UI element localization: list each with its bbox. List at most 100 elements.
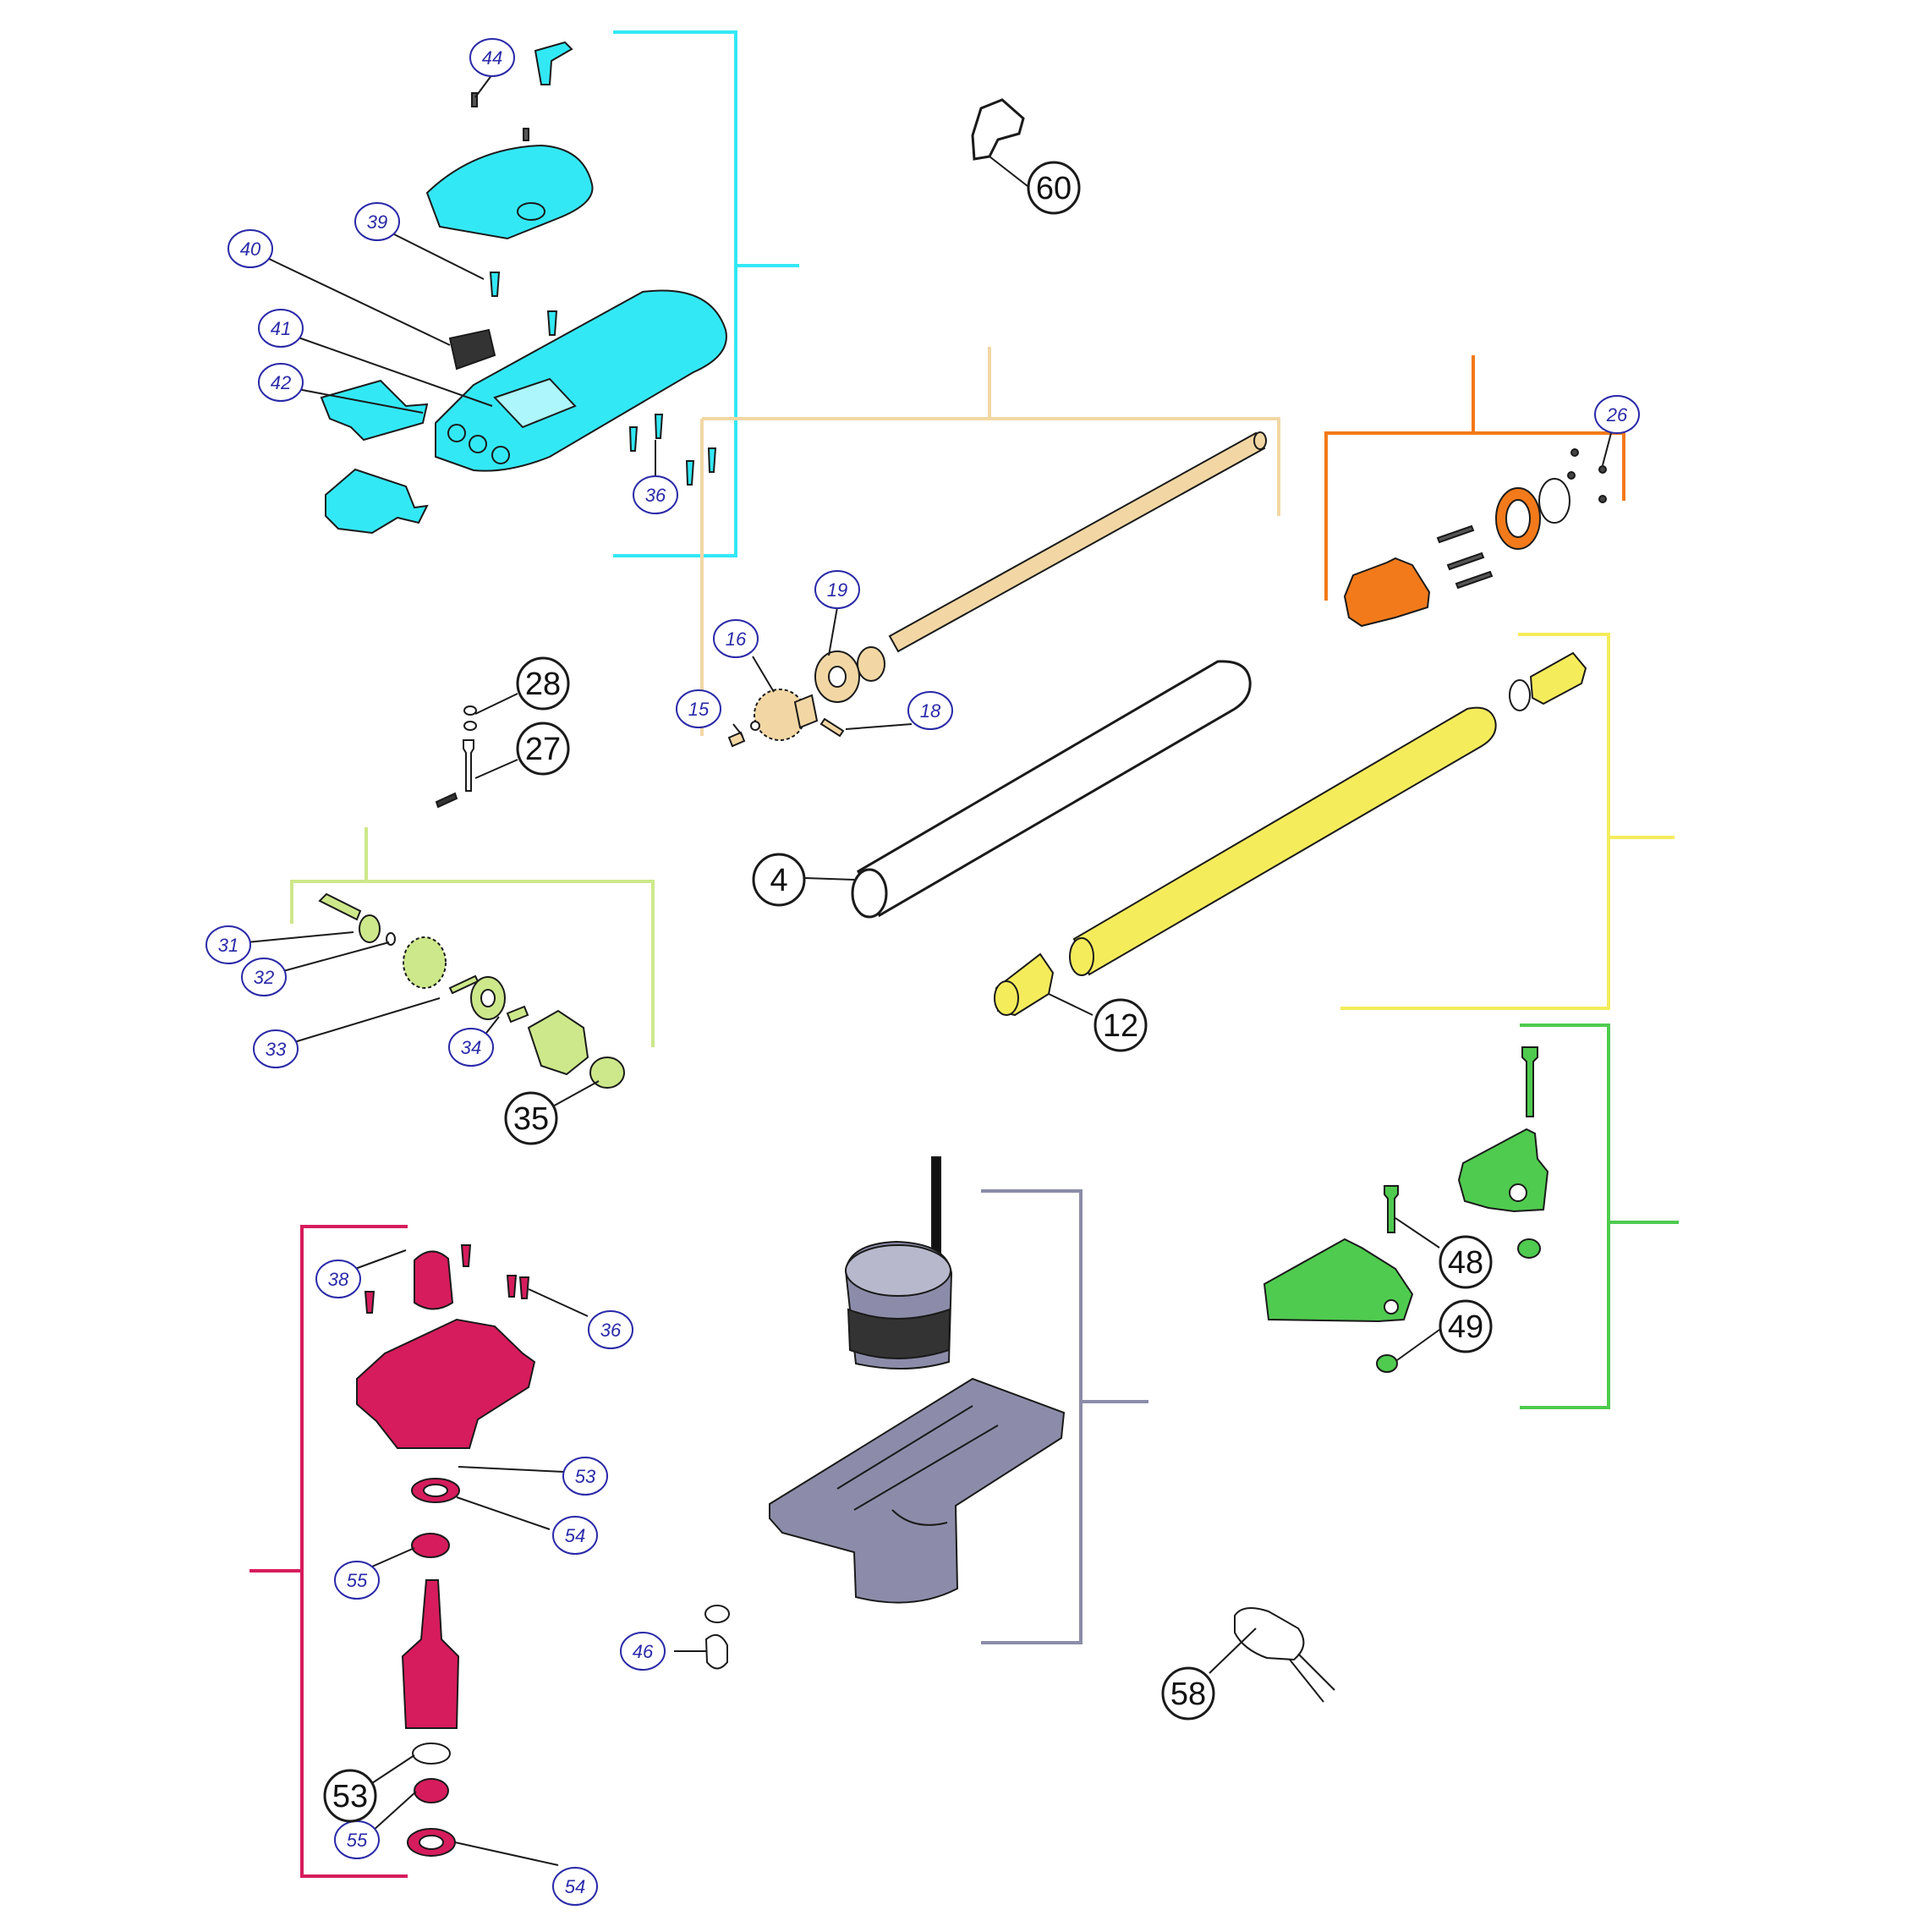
callout-54: 54	[552, 1516, 598, 1555]
part-46-nut	[704, 1605, 730, 1623]
callout-19: 19	[814, 570, 860, 609]
part-46-body	[704, 1633, 728, 1670]
gear-shaft	[793, 694, 819, 729]
magenta-screw-b	[364, 1291, 375, 1314]
callout-18-label: 18	[920, 700, 941, 722]
slate-wire	[931, 1156, 941, 1260]
callout-58-label: 58	[1170, 1677, 1206, 1712]
bracket-orange	[1324, 355, 1625, 601]
leader-55	[371, 1547, 415, 1567]
callout-18: 18	[907, 691, 953, 730]
leader-44	[474, 74, 493, 98]
lime-gear-33	[403, 936, 447, 989]
callout-38-label: 38	[328, 1269, 349, 1290]
callout-48-label: 48	[1448, 1245, 1483, 1281]
yellow-tube-end	[1069, 937, 1094, 976]
bracket-magenta	[249, 1225, 408, 1878]
orange-dot-3	[1598, 495, 1607, 503]
leader-60	[989, 156, 1028, 187]
green-nut-right	[1517, 1238, 1541, 1259]
leader-38	[354, 1249, 407, 1270]
orange-group	[1343, 448, 1607, 628]
leader-39	[392, 233, 485, 280]
tan-rod	[888, 431, 1266, 653]
callout-42: 42	[258, 363, 304, 402]
magenta-cap	[414, 1250, 454, 1310]
bracket-cyan	[613, 30, 799, 557]
screw-15	[727, 731, 746, 748]
cyan-group	[320, 41, 727, 535]
orange-ring-inner	[1505, 499, 1531, 538]
bracket-yellow	[1340, 633, 1675, 1010]
leader-12	[1048, 993, 1094, 1016]
screw-39	[489, 272, 501, 297]
bracket-green	[1520, 1024, 1679, 1409]
callout-27-label: 27	[525, 732, 561, 767]
part-4-tube	[851, 660, 1252, 919]
small-callouts: 44 39 40 41 42 36 26 19	[206, 38, 1640, 1906]
yellow-oring	[1509, 679, 1531, 711]
misc-parts	[704, 1605, 1335, 1703]
orange-dot-4	[1567, 471, 1576, 480]
screw-36d	[707, 447, 717, 473]
callout-46: 46	[620, 1632, 666, 1671]
parts-27-28	[435, 705, 477, 809]
leader-42	[297, 388, 424, 414]
leader-55b	[371, 1791, 417, 1832]
callout-26: 26	[1594, 395, 1640, 434]
leader-27	[474, 759, 518, 779]
callout-35: 35	[504, 1091, 558, 1145]
green-bolt-top	[1521, 1046, 1538, 1117]
callout-49-label: 49	[1448, 1309, 1483, 1345]
part-28-washer	[463, 705, 477, 716]
tube-mouth	[851, 868, 888, 919]
callout-60-label: 60	[1036, 171, 1072, 206]
lime-bolt-31	[318, 892, 362, 921]
rod-end	[1253, 431, 1267, 450]
cyan-main-housing	[435, 289, 727, 472]
part-58-wire-1	[1297, 1653, 1335, 1691]
orange-dot-2	[1598, 465, 1607, 474]
lime-end-cap	[589, 1057, 625, 1089]
part-27-screw	[435, 792, 458, 809]
callout-55: 55	[334, 1561, 380, 1600]
leader-54	[456, 1496, 551, 1530]
housing-hole-3	[491, 446, 510, 464]
leader-26	[1602, 432, 1612, 466]
part-28-washer-2	[463, 721, 477, 731]
callout-4: 4	[752, 853, 806, 907]
magenta-ring-55-lower	[414, 1778, 449, 1803]
bracket-tan	[700, 347, 1280, 736]
tan-group	[727, 431, 1267, 748]
leader-54b	[454, 1841, 559, 1866]
leader-35	[549, 1080, 600, 1109]
orange-dot-1	[1570, 448, 1579, 457]
leader-16	[752, 656, 775, 693]
callout-40: 40	[227, 229, 273, 268]
callout-31-label: 31	[218, 935, 238, 956]
magenta-ring-53-hole	[423, 1484, 448, 1497]
leader-41	[295, 336, 493, 407]
orange-motor-cap	[1343, 557, 1431, 628]
green-group	[1263, 1046, 1549, 1373]
part-60-hook	[971, 98, 1025, 161]
magenta-screw-a	[460, 1244, 472, 1267]
callout-41-label: 41	[271, 318, 291, 339]
yellow-group	[994, 651, 1587, 1017]
callout-36-label: 36	[645, 485, 666, 506]
callout-36b-label: 36	[600, 1320, 622, 1341]
callout-33-label: 33	[266, 1039, 287, 1060]
coupling-face	[994, 980, 1019, 1016]
group-brackets	[249, 30, 1679, 1878]
slate-motor-band	[847, 1308, 951, 1359]
callout-33: 33	[253, 1029, 299, 1068]
screw-36c	[685, 460, 695, 486]
lime-bearing-hole	[480, 989, 496, 1007]
orange-ring-small	[1538, 478, 1570, 524]
lime-pin	[506, 1005, 529, 1024]
magenta-shaft	[401, 1579, 460, 1729]
lime-washer-32	[359, 914, 381, 943]
lime-gear-35	[527, 1009, 589, 1076]
screw-36b	[654, 414, 664, 439]
green-bracket-upper	[1457, 1128, 1549, 1213]
